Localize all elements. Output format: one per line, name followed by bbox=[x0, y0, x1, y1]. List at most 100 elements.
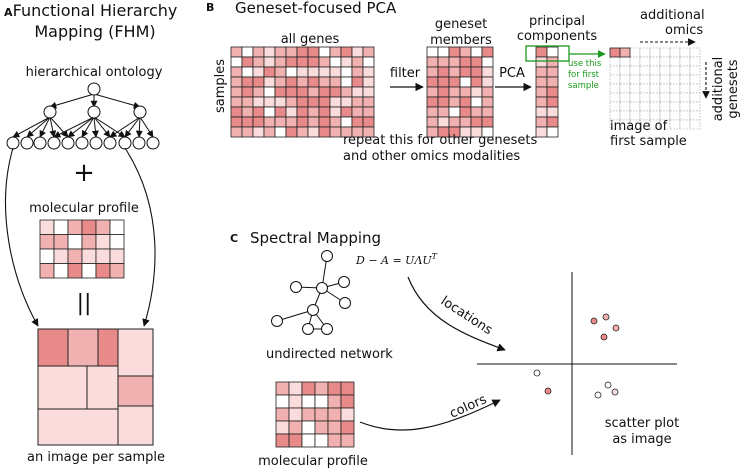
tree-edge bbox=[139, 116, 154, 138]
matrix-cell bbox=[95, 234, 111, 250]
tree-edge bbox=[67, 116, 95, 138]
matrix-cell bbox=[230, 56, 243, 68]
network-node bbox=[302, 323, 314, 335]
matrix-cell bbox=[274, 66, 287, 78]
equation-sup: T bbox=[432, 252, 438, 261]
scatter-point bbox=[594, 391, 602, 399]
matrix-cell bbox=[274, 86, 287, 98]
matrix-cell bbox=[679, 74, 691, 85]
treemap-tile bbox=[37, 328, 69, 367]
matrix-cell bbox=[263, 66, 276, 78]
repeat-line1: repeat this for other genesets bbox=[343, 133, 537, 148]
matrix-cell bbox=[318, 126, 331, 138]
matrix-cell bbox=[639, 101, 651, 112]
tree-edge bbox=[135, 116, 143, 138]
matrix-cell bbox=[274, 96, 287, 108]
matrix-cell bbox=[535, 66, 548, 78]
matrix-cell bbox=[437, 106, 450, 118]
matrix-cell bbox=[470, 96, 483, 108]
matrix-cell bbox=[230, 76, 243, 88]
matrix-cell bbox=[241, 46, 254, 58]
left-mapping-arrow bbox=[4, 147, 39, 327]
matrix-cell bbox=[351, 56, 364, 68]
matrix-cell bbox=[649, 56, 661, 67]
matrix-cell bbox=[437, 56, 450, 68]
matrix-cell bbox=[659, 83, 671, 94]
additional-omics-line1: additional bbox=[640, 8, 705, 23]
pc-label-line2: components bbox=[517, 29, 598, 44]
matrix-cell bbox=[95, 248, 111, 264]
tree-edge bbox=[49, 93, 95, 109]
scatter-point bbox=[600, 333, 608, 341]
matrix-cell bbox=[329, 116, 342, 128]
matrix-cell bbox=[109, 263, 125, 279]
matrix-cell bbox=[629, 56, 641, 67]
image-of-line2: first sample bbox=[610, 134, 687, 149]
matrix-cell bbox=[481, 46, 494, 58]
matrix-cell bbox=[296, 116, 309, 128]
matrix-cell bbox=[340, 106, 353, 118]
matrix-cell bbox=[689, 83, 701, 94]
matrix-cell bbox=[669, 65, 681, 76]
matrix-cell bbox=[296, 96, 309, 108]
matrix-cell bbox=[619, 119, 631, 130]
matrix-cell bbox=[263, 96, 276, 108]
matrix-cell bbox=[301, 433, 316, 448]
matrix-cell bbox=[689, 47, 701, 58]
matrix-cell bbox=[459, 96, 472, 108]
matrix-cell bbox=[318, 86, 331, 98]
matrix-cell bbox=[340, 394, 355, 409]
matrix-cell bbox=[67, 263, 83, 279]
matrix-cell bbox=[53, 234, 69, 250]
matrix-cell bbox=[263, 116, 276, 128]
locations-arrow bbox=[407, 276, 506, 352]
treemap-tile bbox=[86, 365, 119, 410]
matrix-cell bbox=[263, 86, 276, 98]
matrix-cell bbox=[362, 46, 375, 58]
matrix-cell bbox=[362, 86, 375, 98]
matrix-cell bbox=[448, 96, 461, 108]
plus-sign: + bbox=[73, 158, 95, 188]
matrix-cell bbox=[252, 86, 265, 98]
matrix-cell bbox=[669, 83, 681, 94]
matrix-cell bbox=[329, 106, 342, 118]
matrix-cell bbox=[327, 420, 342, 435]
ontology-label: hierarchical ontology bbox=[26, 65, 163, 80]
tree-node bbox=[61, 136, 75, 150]
tree-node bbox=[89, 136, 103, 150]
matrix-cell bbox=[263, 46, 276, 58]
geneset-members-matrix bbox=[426, 46, 494, 138]
matrix-cell bbox=[340, 420, 355, 435]
matrix-cell bbox=[296, 106, 309, 118]
matrix-cell bbox=[351, 76, 364, 88]
matrix-cell bbox=[639, 92, 651, 103]
matrix-cell bbox=[327, 381, 342, 396]
colors-label: colors bbox=[448, 392, 490, 422]
matrix-cell bbox=[609, 83, 621, 94]
tree-node bbox=[43, 105, 57, 119]
tree-node bbox=[118, 136, 132, 150]
panel-c: C Spectral Mapping D − A = UΛUT undirect… bbox=[230, 229, 679, 468]
matrix-cell bbox=[470, 106, 483, 118]
matrix-cell bbox=[340, 381, 355, 396]
scatter-point bbox=[602, 313, 610, 321]
matrix-cell bbox=[426, 106, 439, 118]
matrix-cell bbox=[679, 56, 691, 67]
tree-edge bbox=[12, 116, 51, 138]
scatter-point bbox=[612, 324, 620, 332]
matrix-cell bbox=[275, 407, 290, 422]
matrix-cell bbox=[481, 86, 494, 98]
matrix-cell bbox=[81, 248, 97, 264]
matrix-cell bbox=[481, 56, 494, 68]
matrix-cell bbox=[252, 116, 265, 128]
matrix-cell bbox=[296, 86, 309, 98]
matrix-cell bbox=[241, 116, 254, 128]
matrix-cell bbox=[39, 248, 55, 264]
matrix-cell bbox=[470, 66, 483, 78]
treemap-image bbox=[37, 328, 154, 446]
panel-b-title: Geneset-focused PCA bbox=[235, 0, 397, 17]
matrix-cell bbox=[252, 46, 265, 58]
matrix-cell bbox=[263, 76, 276, 88]
matrix-cell bbox=[481, 76, 494, 88]
